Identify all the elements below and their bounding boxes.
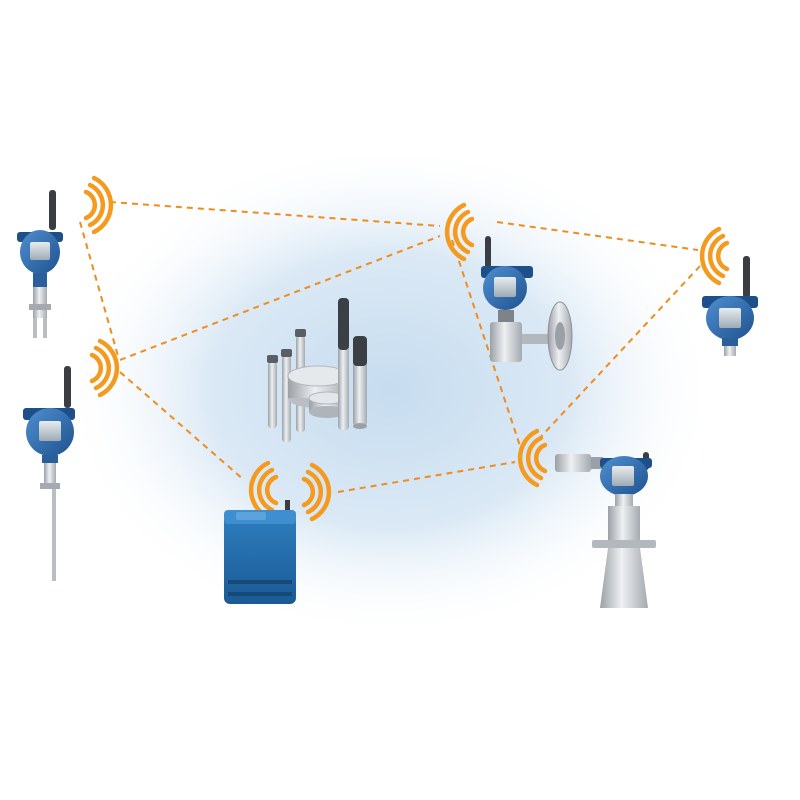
mesh-links	[79, 201, 701, 493]
signal-waves-icon	[89, 338, 120, 398]
signal-waves-icon	[444, 202, 475, 262]
signal-waves-icon	[83, 175, 114, 235]
wireless-transmitter-icon	[702, 256, 758, 356]
differential-pressure-transmitter-icon	[481, 236, 573, 371]
signal-waves-icon	[301, 462, 332, 522]
link-level-switch-to-guided-radar	[79, 221, 119, 357]
link-pressure-to-radar	[451, 239, 521, 447]
link-guided-radar-to-gateway	[119, 371, 245, 481]
link-pressure-to-compact	[496, 221, 699, 251]
link-gateway-to-radar	[337, 461, 516, 493]
link-compact-to-radar	[535, 265, 701, 443]
signal-waves	[83, 175, 730, 522]
wireless-gateway-icon	[224, 500, 296, 604]
link-guided-radar-to-pressure	[119, 235, 441, 361]
link-level-switch-to-pressure	[109, 201, 441, 227]
vibrating-fork-level-switch-icon	[17, 190, 63, 338]
tank-process-vessel-icon	[267, 298, 367, 442]
non-contacting-radar-horn-icon	[555, 452, 656, 608]
signal-waves-icon	[517, 428, 548, 488]
guided-wave-radar-probe-icon	[23, 366, 75, 581]
signal-waves-icon	[699, 226, 730, 286]
